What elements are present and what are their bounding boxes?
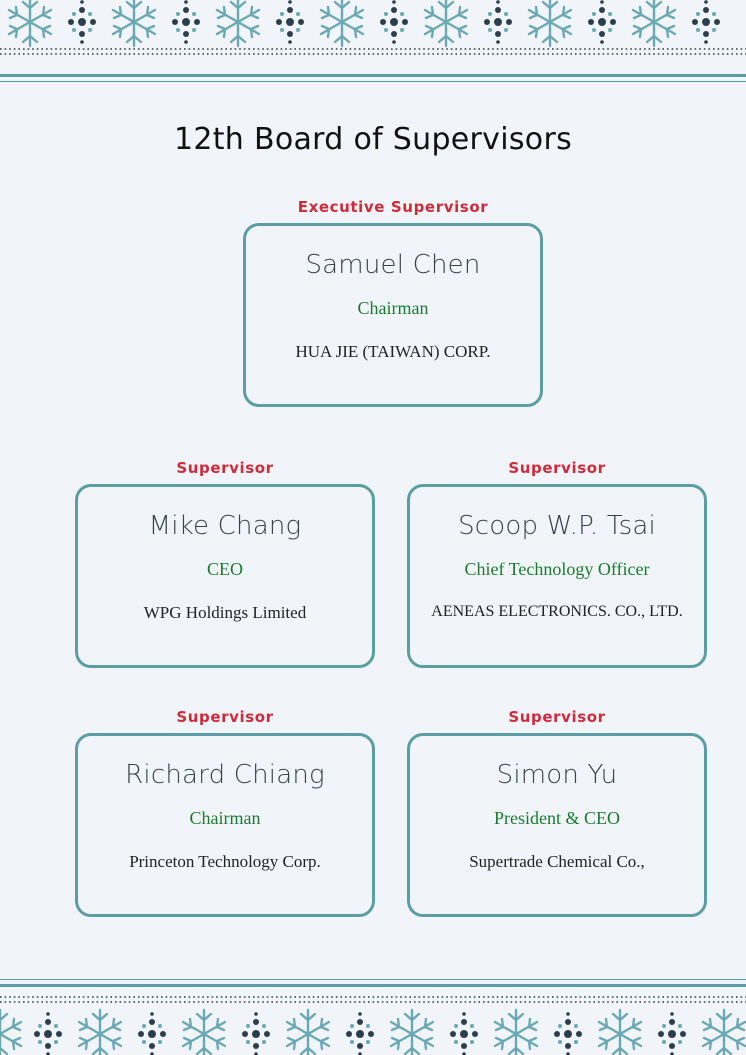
bottom-decorative-border [0,992,746,1055]
member-name: Mike Chang [148,511,302,541]
member-card-richard-chiang: Richard Chiang Chairman Princeton Techno… [75,733,375,917]
dotted-line [0,996,746,1003]
bottom-rule-thick [0,984,746,987]
member-position: Chairman [357,298,429,318]
member-name: Richard Chiang [125,760,325,790]
top-rule-thin [0,81,746,82]
member-card-mike-chang: Mike Chang CEO WPG Holdings Limited [75,484,375,668]
role-label-supervisor: Supervisor [508,708,606,726]
snowflake-pattern [0,1008,746,1055]
member-position: President & CEO [494,808,620,828]
member-company: Princeton Technology Corp. [129,852,321,871]
bottom-rule-thin [0,979,746,980]
member-company: AENEAS ELECTRONICS. CO., LTD. [431,603,683,620]
member-company: Supertrade Chemical Co., [469,852,645,871]
top-rule-thick [0,74,746,77]
member-position: Chief Technology Officer [464,559,650,579]
member-company: HUA JIE (TAIWAN) CORP. [295,342,491,361]
role-label-supervisor: Supervisor [176,708,274,726]
member-card-simon-yu: Simon Yu President & CEO Supertrade Chem… [407,733,707,917]
member-position: Chairman [189,808,261,828]
member-card-scoop-tsai: Scoop W.P. Tsai Chief Technology Officer… [407,484,707,668]
member-name: Simon Yu [496,760,618,790]
dotted-line [0,48,746,55]
page-title: 12th Board of Supervisors [173,122,573,157]
member-company: WPG Holdings Limited [143,603,307,622]
snowflake-pattern [7,0,720,48]
top-decorative-border [0,0,746,56]
role-label-supervisor: Supervisor [176,459,274,477]
member-name: Scoop W.P. Tsai [458,511,656,541]
role-label-executive: Executive Supervisor [297,198,489,216]
member-position: CEO [207,559,243,579]
member-card-samuel-chen: Samuel Chen Chairman HUA JIE (TAIWAN) CO… [243,223,543,407]
member-name: Samuel Chen [305,250,481,280]
role-label-supervisor: Supervisor [508,459,606,477]
